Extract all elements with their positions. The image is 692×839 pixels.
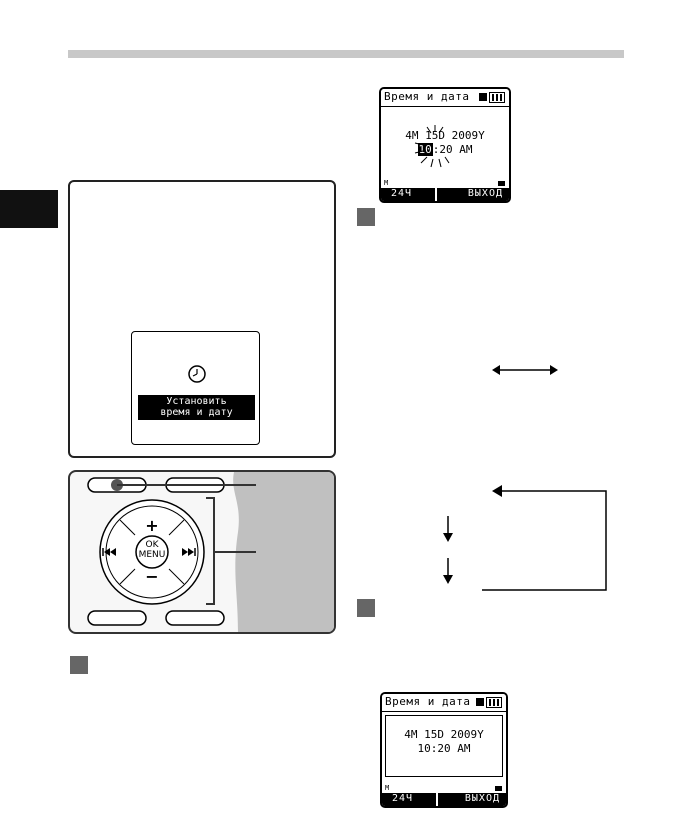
folder-icon [498,181,505,186]
battery-icon [486,697,502,708]
lcd-softkeys: 24Ч ВЫХОД [381,188,509,201]
step-marker [357,599,375,617]
softkey-24h: 24Ч [392,793,414,804]
cycle-arrow-diagram [443,485,607,591]
softkey-divider [435,188,437,201]
lcd-title: Время и дата [385,695,471,708]
lcd-date-line: 4M 15D 2009Y [404,728,484,741]
time-remainder: :20 AM [432,143,473,156]
info-box [68,180,336,458]
mic-indicator: M [384,179,389,187]
step-marker [357,208,375,226]
plus-button[interactable]: + [145,516,159,535]
record-indicator-icon [476,698,484,706]
lcd-softkeys: 24Ч ВЫХОД [382,793,506,806]
folder-icon [495,786,502,791]
lcd-time-line: 10:20 AM [417,742,471,755]
softkey-divider [436,793,438,806]
lcd-content-frame [385,715,503,777]
lcd-title: Время и дата [384,90,470,103]
banner-line2: время и дату [160,407,233,418]
set-clock-banner: Установить время и дату [138,395,255,420]
menu-label: MENU [138,550,166,560]
mic-indicator: M [385,784,390,792]
lcd-time-line: 10:20 AM [381,143,509,156]
ok-menu-button[interactable]: OK MENU [136,540,168,560]
lcd-date-line: 4M 15D 2009Y [405,129,485,142]
softkey-exit: ВЫХОД [464,793,500,804]
lcd-screen-editing: Время и дата 4M 15D 2009Y 10:20 AM M 24Ч… [379,87,511,203]
softkey-24h: 24Ч [391,188,413,199]
ok-label: OK [145,540,159,550]
device-illustration: + − OK MENU [68,470,336,634]
device-drawing [87,472,334,632]
softkey-exit: ВЫХОД [467,188,503,199]
lcd-title-bar: Время и дата [382,694,506,712]
record-indicator-icon [479,93,487,101]
battery-icon [489,92,505,103]
double-arrow-icon [492,365,558,375]
lcd-title-bar: Время и дата [381,89,509,107]
clock-icon [188,365,206,383]
lcd-screen-result: Время и дата 4M 15D 2009Y 10:20 AM M 24Ч… [380,692,508,808]
header-rule [68,50,624,58]
chapter-tab [0,190,58,228]
minus-button[interactable]: − [145,567,159,586]
step-marker [70,656,88,674]
blink-rays-icon [414,125,450,168]
set-clock-screen: Установить время и дату [131,331,260,445]
hour-highlight: 10 [417,143,433,156]
banner-line1: Установить [166,396,227,407]
